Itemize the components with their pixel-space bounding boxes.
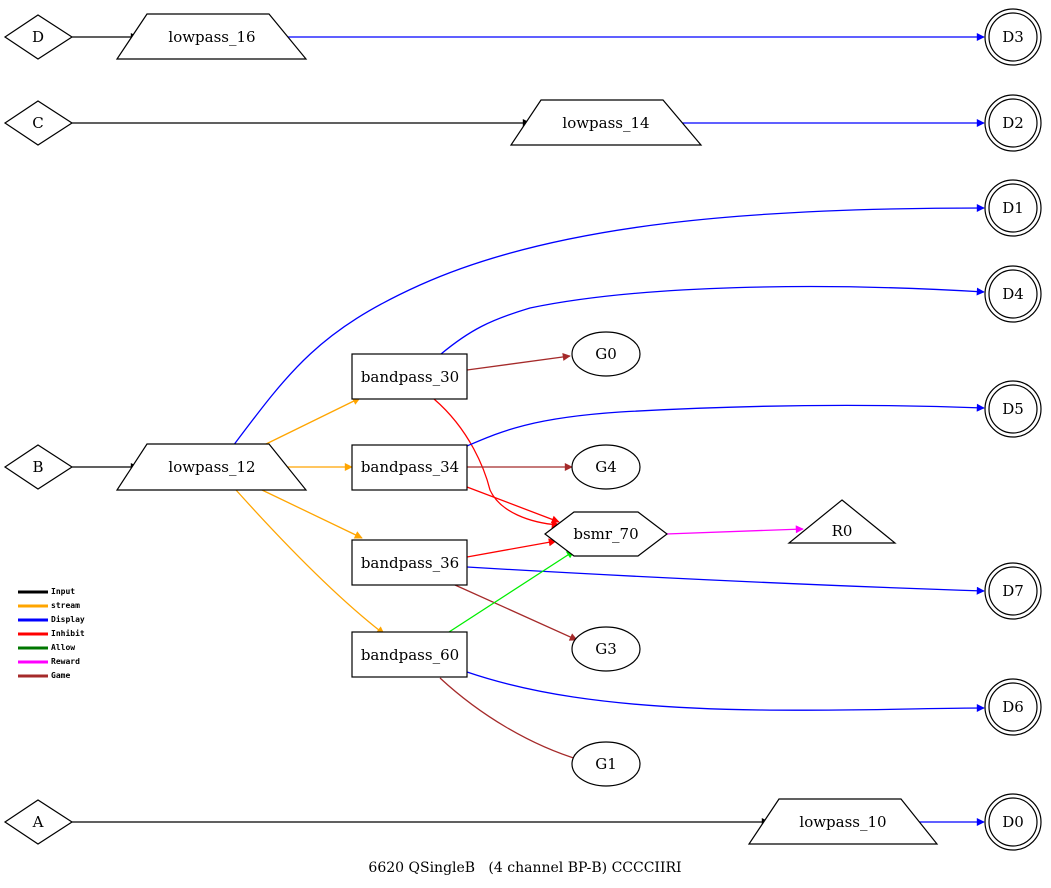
legend-item: Allow [18, 643, 75, 652]
node-D5-label: D5 [1002, 400, 1024, 418]
node-D0-label: D0 [1002, 813, 1024, 831]
legend-label: Display [51, 614, 85, 624]
node-R0[interactable]: R0 [787, 499, 897, 544]
legend-item: Inhibit [18, 628, 85, 638]
node-lowpass_12[interactable]: lowpass_12 [115, 443, 308, 491]
edge-bandpass_36-G3 [454, 584, 578, 641]
node-D1-label: D1 [1002, 199, 1024, 217]
legend-label: stream [51, 601, 80, 610]
node-D0[interactable]: D0 [984, 793, 1042, 851]
legend: Input stream Display Inhibit Allow Rewar… [18, 587, 85, 680]
node-lowpass_14[interactable]: lowpass_14 [509, 99, 703, 146]
node-bandpass_30[interactable]: bandpass_30 [351, 353, 468, 400]
edge-bsmr_70-R0 [665, 525, 804, 535]
node-D4[interactable]: D4 [984, 265, 1042, 323]
node-D6-label: D6 [1002, 698, 1024, 716]
legend-item: Input [18, 587, 75, 596]
node-bandpass_30-label: bandpass_30 [361, 368, 459, 386]
node-G1[interactable]: G1 [571, 741, 641, 787]
node-D2[interactable]: D2 [984, 94, 1042, 152]
nodes: D C B A lowpass_16 lowpass_14 lowpass_12 [3, 8, 1042, 851]
legend-item: Display [18, 614, 85, 624]
node-D6[interactable]: D6 [984, 678, 1042, 736]
legend-item: Reward [18, 657, 80, 666]
edge-bandpass_36-D7 [466, 566, 985, 595]
edge-lowpass_12-bandpass_30 [261, 397, 361, 447]
node-B-label: B [32, 458, 43, 476]
node-lowpass_14-label: lowpass_14 [562, 114, 649, 132]
node-D5[interactable]: D5 [984, 380, 1042, 438]
node-bandpass_60-label: bandpass_60 [361, 646, 459, 664]
edge-bandpass_34-bsmr_70 [466, 486, 560, 524]
node-lowpass_10[interactable]: lowpass_10 [747, 798, 939, 845]
node-G0-label: G0 [595, 345, 617, 363]
node-D-label: D [32, 28, 44, 46]
node-bandpass_36[interactable]: bandpass_36 [351, 539, 468, 586]
node-D7-label: D7 [1002, 582, 1024, 600]
node-D[interactable]: D [3, 14, 74, 60]
legend-label: Allow [51, 643, 75, 652]
node-C[interactable]: C [3, 100, 74, 146]
edge-bandpass_34-D5 [466, 403, 985, 447]
edge-bandpass_30-D4 [440, 285, 985, 355]
edge-bandpass_36-bsmr_70 [466, 538, 557, 558]
legend-label: Input [51, 587, 75, 596]
node-G1-label: G1 [595, 755, 617, 773]
node-D7[interactable]: D7 [984, 562, 1042, 620]
edge-bandpass_30-bsmr_70 [433, 398, 560, 529]
edge-bandpass_30-G0 [466, 353, 571, 371]
legend-label: Inhibit [51, 628, 85, 638]
node-D4-label: D4 [1002, 285, 1024, 303]
edge-lowpass_12-D1 [232, 204, 985, 447]
node-A[interactable]: A [3, 799, 74, 845]
diagram-caption: 6620 QSingleB (4 channel BP-B) CCCCIIRI [368, 860, 681, 876]
edge-lowpass_12-bandpass_36 [261, 489, 363, 539]
node-C-label: C [32, 114, 43, 132]
legend-label: Game [51, 671, 70, 680]
node-bandpass_36-label: bandpass_36 [361, 554, 459, 572]
node-lowpass_12-label: lowpass_12 [168, 458, 255, 476]
node-R0-label: R0 [832, 522, 853, 540]
node-G3[interactable]: G3 [571, 626, 641, 672]
node-G0[interactable]: G0 [571, 331, 641, 377]
node-G4-label: G4 [595, 458, 617, 476]
node-bsmr_70[interactable]: bsmr_70 [544, 511, 668, 557]
node-lowpass_16-label: lowpass_16 [168, 28, 255, 46]
edges [72, 33, 985, 826]
node-D3[interactable]: D3 [984, 8, 1042, 66]
edge-lowpass_12-bandpass_60 [235, 489, 385, 635]
node-D2-label: D2 [1002, 114, 1024, 132]
node-bandpass_34[interactable]: bandpass_34 [351, 444, 468, 491]
node-bsmr_70-label: bsmr_70 [573, 525, 638, 543]
node-lowpass_16[interactable]: lowpass_16 [115, 13, 308, 60]
node-D1[interactable]: D1 [984, 179, 1042, 237]
node-G4[interactable]: G4 [571, 444, 641, 490]
legend-item: Game [18, 671, 70, 680]
legend-item: stream [18, 601, 80, 610]
edge-bandpass_60-bsmr_70 [448, 550, 575, 633]
node-lowpass_10-label: lowpass_10 [799, 813, 886, 831]
edge-bandpass_60-D6 [466, 671, 985, 713]
node-B[interactable]: B [3, 444, 74, 490]
node-A-label: A [32, 813, 44, 831]
node-G3-label: G3 [595, 640, 617, 658]
node-bandpass_34-label: bandpass_34 [361, 458, 459, 476]
node-bandpass_60[interactable]: bandpass_60 [351, 631, 468, 678]
edge-bandpass_60-G1 [439, 677, 581, 762]
node-D3-label: D3 [1002, 28, 1024, 46]
legend-label: Reward [51, 657, 80, 666]
